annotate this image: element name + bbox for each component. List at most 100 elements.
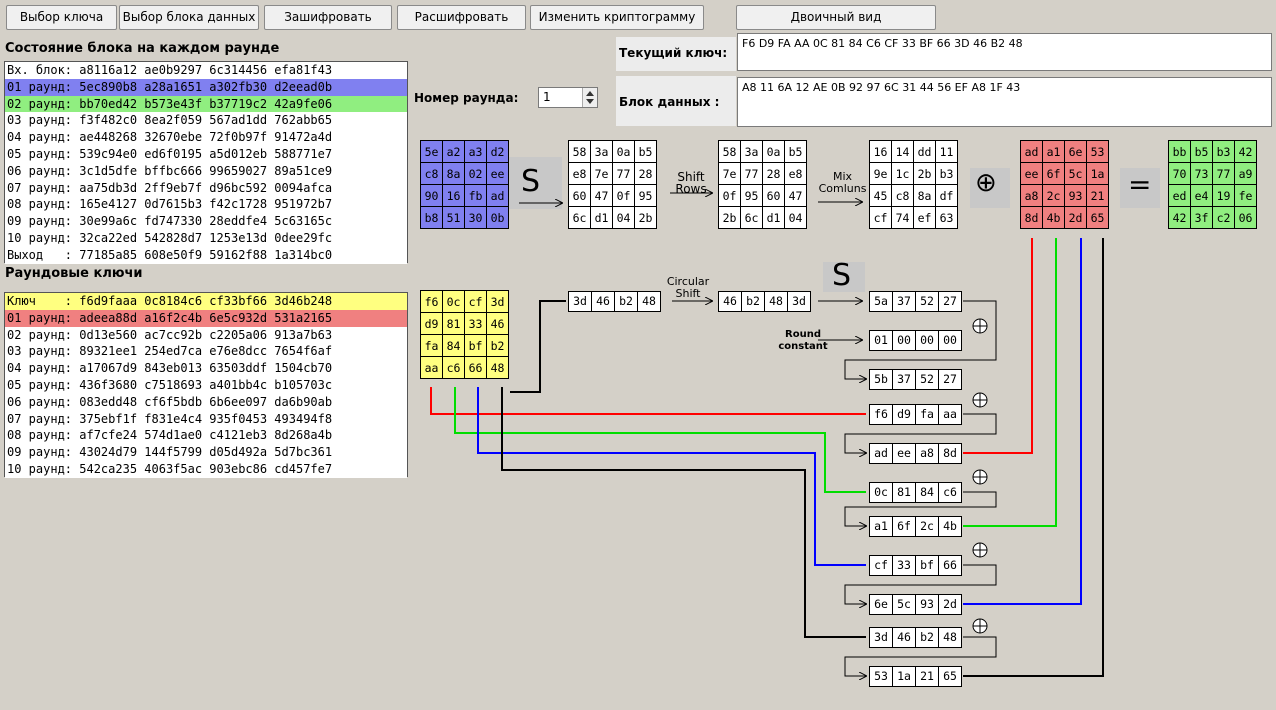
word-cell: 65 [938, 666, 962, 687]
matrix-cell: c6 [442, 356, 465, 379]
word-cell: 52 [915, 291, 939, 312]
word-cell: 4b [938, 516, 962, 537]
key-row[interactable]: 03 раунд: 89321ee1 254ed7ca e76e8dcc 765… [5, 343, 407, 361]
state-row[interactable]: Вх. блок: a8116a12 ae0b9297 6c314456 efa… [5, 62, 407, 79]
matrix-cell: 3a [740, 140, 763, 163]
matrix-cell: 3d [486, 290, 509, 313]
state-row[interactable]: 08 раунд: 165e4127 0d7615b3 f42c1728 951… [5, 196, 407, 214]
red-feed-line [430, 387, 866, 415]
matrix-cell: 02 [464, 162, 487, 185]
word-cell: 48 [764, 291, 788, 312]
word-cell: 37 [892, 369, 916, 390]
matrix-cell: b2 [486, 334, 509, 357]
state-row[interactable]: 03 раунд: f3f482c0 8ea2f059 567ad1dd 762… [5, 112, 407, 130]
word-cell: 53 [869, 666, 893, 687]
matrix-cell: 28 [762, 162, 785, 185]
state-row[interactable]: Выход : 77185a85 608e50f9 59162f88 1a314… [5, 246, 407, 264]
matrix-cell: a8 [1020, 184, 1043, 207]
matrix-cell: 6f [1042, 162, 1065, 185]
state-row[interactable]: 05 раунд: 539c94e0 ed6f0195 a5d012eb 588… [5, 145, 407, 163]
key-row[interactable]: 09 раунд: 43024d79 144f5799 d05d492a 5d7… [5, 444, 407, 461]
select-block-button[interactable]: Выбор блока данных [119, 5, 259, 30]
word-cell: 6e [869, 594, 893, 615]
matrix-cell: 58 [568, 140, 591, 163]
word-cell: 2c [915, 516, 939, 537]
matrix-cell: 74 [891, 206, 914, 229]
decrypt-button[interactable]: Расшифровать [397, 5, 526, 30]
key-row[interactable]: 07 раунд: 375ebf1f f831e4c4 935f0453 493… [5, 410, 407, 428]
chevron-down-icon[interactable] [586, 99, 594, 104]
green-rk-line [963, 238, 1057, 527]
state-list[interactable]: Вх. блок: a8116a12 ae0b9297 6c314456 efa… [4, 61, 408, 264]
matrix-cell: 2c [1042, 184, 1065, 207]
state-row[interactable]: 09 раунд: 30e99a6c fd747330 28eddfe4 5c6… [5, 213, 407, 230]
key-row[interactable]: 04 раунд: a17067d9 843eb013 63503ddf 150… [5, 360, 407, 377]
state-row[interactable]: 06 раунд: 3c1d5dfe bffbc666 99659027 89a… [5, 162, 407, 180]
select-key-button[interactable]: Выбор ключа [6, 5, 117, 30]
round-number-stepper[interactable]: 1 [538, 87, 598, 108]
state-row[interactable]: 01 раунд: 5ec890b8 a28a1651 a302fb30 d2e… [5, 78, 407, 96]
state-row[interactable]: 10 раунд: 32ca22ed 542828d7 1253e13d 0de… [5, 229, 407, 247]
word-cell: f6 [869, 404, 893, 425]
word-cell: 27 [938, 291, 962, 312]
matrix-cell: 77 [612, 162, 635, 185]
matrix-cell: 84 [442, 334, 465, 357]
word-cell: 1a [892, 666, 916, 687]
matrix-cell: 53 [1086, 140, 1109, 163]
key-row[interactable]: 02 раунд: 0d13e560 ac7cc92b c2205a06 913… [5, 326, 407, 344]
round-keys-list[interactable]: Ключ : f6d9faaa 0c8184c6 cf33bf66 3d46b2… [4, 292, 408, 478]
stepper-arrows[interactable] [582, 88, 597, 107]
matrix-cell: 19 [1212, 184, 1235, 207]
word-cell: 84 [915, 482, 939, 503]
matrix-cell: 21 [1086, 184, 1109, 207]
state-row[interactable]: 07 раунд: aa75db3d 2ff9eb7f d96bc592 009… [5, 179, 407, 197]
matrix-cell: 16 [869, 140, 892, 163]
sbox-s-label-2: S [832, 258, 852, 293]
key-to-col-line [510, 300, 566, 393]
word-cell: 21 [915, 666, 939, 687]
key-row[interactable]: 01 раунд: adeea88d a16f2c4b 6e5c932d 531… [5, 309, 407, 327]
matrix-cell: 81 [442, 312, 465, 335]
matrix-cell: ef [913, 206, 936, 229]
matrix-cell: 1c [891, 162, 914, 185]
encrypt-button[interactable]: Зашифровать [264, 5, 392, 30]
word-cell: b2 [915, 627, 939, 648]
matrix-cell: 14 [891, 140, 914, 163]
matrix-cell: f6 [420, 290, 443, 313]
word-cell: 81 [892, 482, 916, 503]
matrix-cell: 0f [718, 184, 741, 207]
current-key-field[interactable]: F6 D9 FA AA 0C 81 84 C6 CF 33 BF 66 3D 4… [737, 33, 1272, 71]
state-row[interactable]: 04 раунд: ae448268 32670ebe 72f0b97f 914… [5, 129, 407, 146]
binary-view-button[interactable]: Двоичный вид [736, 5, 936, 30]
matrix-cell: 77 [740, 162, 763, 185]
matrix-cell: 47 [784, 184, 807, 207]
matrix-cell: 42 [1234, 140, 1257, 163]
key-row[interactable]: 06 раунд: 083edd48 cf6f5bdb 6b6ee097 da6… [5, 393, 407, 411]
word-cell: 93 [915, 594, 939, 615]
round-number-label: Номер раунда: [414, 91, 519, 105]
chevron-up-icon[interactable] [586, 91, 594, 96]
key-row[interactable]: 05 раунд: 436f3680 c7518693 a401bb4c b10… [5, 376, 407, 394]
key-row[interactable]: Ключ : f6d9faaa 0c8184c6 cf33bf66 3d46b2… [5, 293, 407, 310]
change-cipher-button[interactable]: Изменить криптограмму [530, 5, 704, 30]
word-cell: 52 [915, 369, 939, 390]
state-row[interactable]: 02 раунд: bb70ed42 b573e43f b37719c2 42a… [5, 95, 407, 113]
data-block-field[interactable]: A8 11 6A 12 AE 0B 92 97 6C 31 44 56 EF A… [737, 77, 1272, 127]
key-row[interactable]: 10 раунд: 542ca235 4063f5ac 903ebc86 cd4… [5, 460, 407, 478]
round-number-value: 1 [543, 90, 551, 104]
matrix-cell: fb [464, 184, 487, 207]
matrix-cell: 58 [718, 140, 741, 163]
key-row[interactable]: 08 раунд: af7cfe24 574d1ae0 c4121eb3 8d2… [5, 427, 407, 445]
matrix-cell: bb [1168, 140, 1191, 163]
word-cell: 48 [938, 627, 962, 648]
word-cell: a8 [915, 443, 939, 464]
word-cell: ad [869, 443, 893, 464]
word-cell: a1 [869, 516, 893, 537]
matrix-cell: c8 [891, 184, 914, 207]
matrix-cell: a9 [1234, 162, 1257, 185]
word-cell: cf [869, 555, 893, 576]
matrix-cell: 4b [1042, 206, 1065, 229]
